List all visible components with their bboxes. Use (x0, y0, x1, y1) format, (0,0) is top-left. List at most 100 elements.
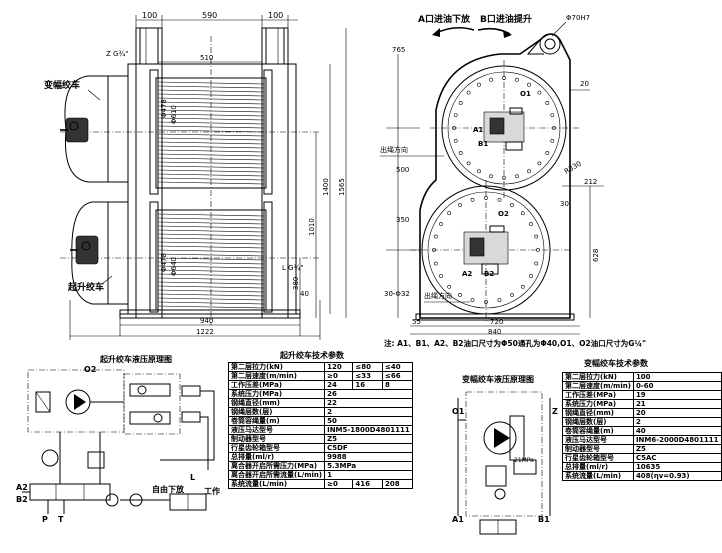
arrow-b-label: B口进油提升 (480, 13, 532, 25)
rope-groove (157, 217, 265, 221)
hoist-param-row: 系统压力(MPa)26 (227, 389, 413, 399)
hoist-param-value: ≥0 (324, 479, 354, 489)
dim-upper-drum: Φ478 (160, 99, 168, 118)
bolt-hole (458, 293, 462, 297)
dim-1565: 1565 (338, 178, 346, 196)
bolt-hole (527, 169, 531, 174)
bolt-hole (433, 234, 438, 239)
rope-groove (157, 121, 265, 125)
bolt-hole (458, 203, 462, 207)
hoist-b2: B2 (16, 495, 28, 504)
rope-groove (157, 305, 265, 309)
luff-param-value: 19 (632, 390, 722, 400)
luff-param-value: 100 (632, 372, 722, 382)
hoist-work: 工作 (204, 486, 220, 496)
hoist-param-value: 1 (324, 470, 413, 480)
rope-groove (157, 129, 265, 133)
hoist-param-label: 离合器开启所需流量(L/min) (227, 470, 326, 480)
rope-dir-lower: 出绳方向 (424, 291, 452, 300)
bolt-hole (497, 298, 502, 303)
hoist-param-label: 系统流量(L/min) (227, 479, 326, 489)
luff-params-title: 变幅绞车技术参数 (584, 358, 649, 368)
hoist-param-label: 工作压差(MPa) (227, 380, 326, 390)
luff-param-label: 钢绳直径(mm) (562, 408, 634, 418)
hoist-gearbox (71, 201, 129, 305)
bolt-hole (520, 284, 525, 289)
rope-groove (157, 173, 265, 177)
bolt-hole (497, 197, 502, 202)
bolt-hole (520, 211, 525, 216)
dim-40: 40 (300, 290, 309, 298)
bolt-hole (466, 90, 471, 95)
hoist-param-value: 9988 (324, 452, 413, 462)
hoist-param-value: ≤80 (352, 362, 383, 372)
luff-hydraulic-circuit: 变幅绞车液压原理图 O1 Z 21MPa A1 B1 (452, 374, 558, 535)
hoist-param-row: 第二层速度(m/min)≥0≤33≤66 (227, 371, 413, 381)
hoist-param-value: Z5 (324, 434, 413, 444)
hoist-param-label: 卷筒容绳量(m) (227, 416, 326, 426)
hoist-param-row: 离合器开启所需压力(MPa)5.3MPa (227, 461, 413, 471)
luff-z: Z (552, 407, 558, 416)
hoist-param-value: INM5-1800D4801111 (324, 425, 413, 435)
dim-500: 500 (396, 166, 409, 174)
port-a1: A1 (473, 126, 483, 134)
luff-param-row: 第二层速度(m/min)0-60 (562, 381, 722, 391)
bolt-hole (453, 113, 458, 118)
luff-param-value: 21 (632, 399, 722, 409)
bolt-hole (510, 293, 514, 297)
hoist-param-label: 第二层拉力(kN) (227, 362, 326, 372)
port-o2: O2 (498, 210, 509, 218)
hoist-param-value: 24 (324, 380, 354, 390)
dim-r330: R330 (563, 160, 583, 176)
dim-z-port: Z G¾" (106, 50, 128, 58)
bolt-hole (439, 274, 443, 278)
hoist-param-value: 50 (324, 416, 413, 426)
rope-groove (157, 253, 265, 257)
dim-top-2: 590 (202, 11, 217, 20)
luff-param-row: 总排量(ml/r)10635 (562, 462, 722, 472)
bolt-hole (439, 222, 443, 226)
hoist-param-row: 卷筒容绳量(m)50 (227, 416, 413, 426)
bolt-hole (529, 222, 533, 226)
hoist-param-label: 制动器型号 (227, 434, 326, 444)
bolt-hole (470, 197, 475, 202)
bolt-hole (502, 176, 506, 180)
dim-350: 350 (396, 216, 409, 224)
hoist-param-label: 钢绳直径(mm) (227, 398, 326, 408)
port-b1: B1 (478, 140, 488, 148)
dim-30-phi32: 30-Φ32 (384, 290, 410, 298)
hoist-param-row: 离合器开启所需流量(L/min)1 (227, 470, 413, 480)
hoist-param-label: 系统压力(MPa) (227, 389, 326, 399)
dim-inner-top: 510 (200, 54, 213, 62)
hoist-param-label: 第二层速度(m/min) (227, 371, 326, 381)
luff-param-value: 0-60 (632, 381, 722, 391)
bolt-hole (470, 298, 475, 303)
luff-param-label: 卷筒容绳量(m) (562, 426, 634, 436)
label-luffing-winch: 变幅绞车 (44, 79, 80, 91)
luff-param-value: INM6-2000D4801111 (632, 435, 722, 445)
luff-param-value: C5AC (632, 453, 722, 463)
luff-param-row: 第二层拉力(kN)100 (562, 372, 722, 382)
bolt-hole (447, 284, 452, 289)
luff-pressure: 21MPa (514, 457, 534, 464)
luff-param-label: 行星齿轮箱型号 (562, 453, 634, 463)
bolt-hole (545, 151, 550, 155)
hoist-param-row: 钢绳层数(层)2 (227, 407, 413, 417)
luff-a1: A1 (452, 515, 464, 524)
rope-groove (157, 261, 265, 265)
dim-upper-flange: Φ610 (170, 105, 178, 124)
hoist-param-value: C5DF (324, 443, 413, 453)
hoist-a2: A2 (16, 483, 28, 492)
luff-param-value: 40 (632, 426, 722, 436)
dim-lower-flange: Φ640 (170, 257, 178, 276)
hoist-param-value: 5.3MPa (324, 461, 413, 471)
luff-param-label: 第二层速度(m/min) (562, 381, 634, 391)
hoist-param-value: 22 (324, 398, 413, 408)
dim-720: 720 (490, 318, 503, 326)
dim-765: 765 (392, 46, 405, 54)
